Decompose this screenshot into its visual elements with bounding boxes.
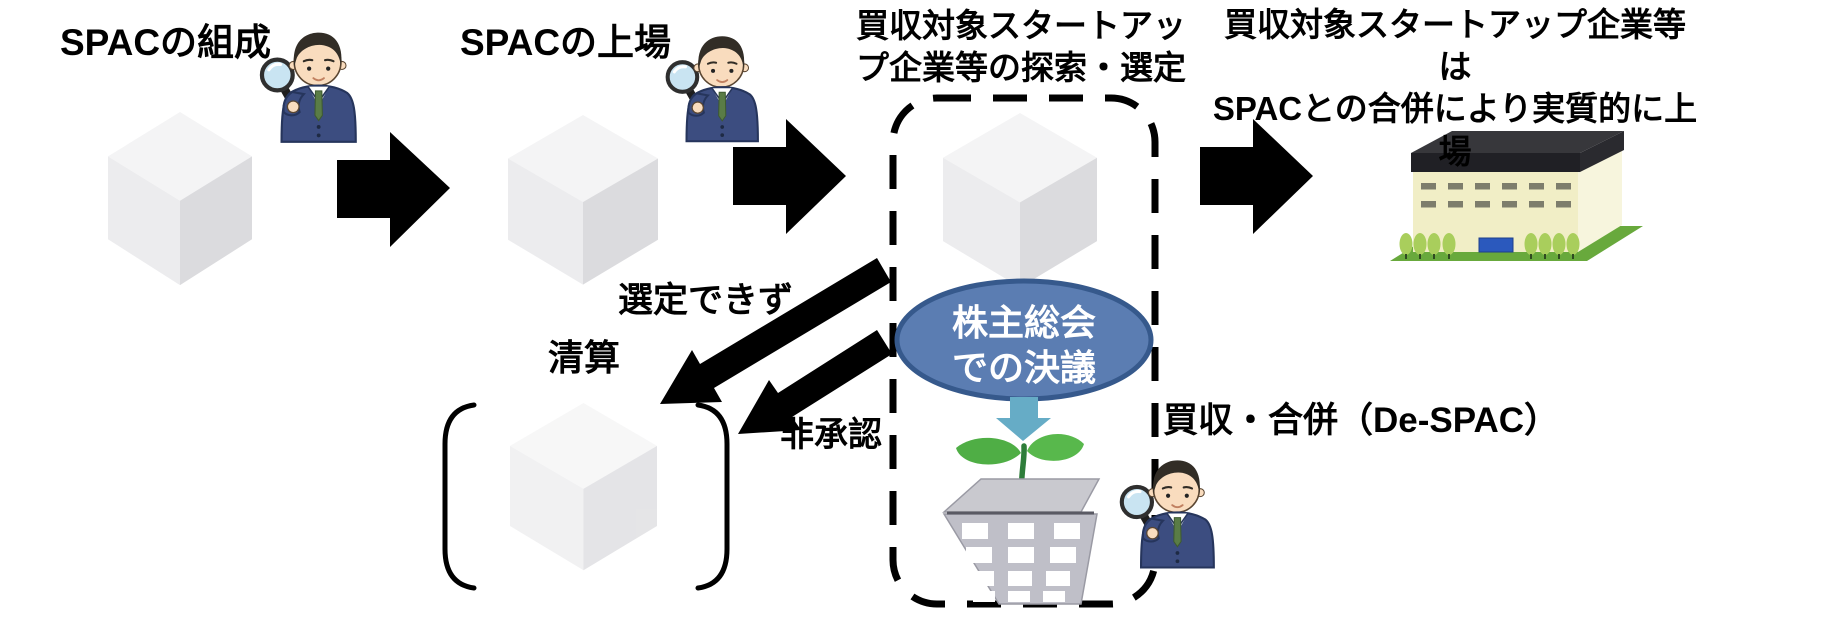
step3-title: 買収対象スタートアッ プ企業等の探索・選定 <box>856 7 1186 87</box>
step4-title: 買収対象スタートアップ企業等は SPACとの合併により実質的に上場 <box>1212 6 1698 170</box>
liquidation-paren-right <box>695 402 730 591</box>
step2-title: SPACの上場 <box>460 22 672 63</box>
spac-cube-3-icon <box>943 113 1097 288</box>
not-approved-label: 非承認 <box>780 416 882 454</box>
listed-office-building-icon <box>1390 131 1643 261</box>
sponsor-person-1-icon <box>262 33 356 142</box>
sponsor-person-3-icon <box>1122 460 1214 567</box>
liquidation-paren-left <box>442 402 477 591</box>
sponsor-person-2-icon <box>668 36 758 141</box>
de-spac-label: 買収・合併（De-SPAC） <box>1163 401 1560 440</box>
not-selected-label: 選定できず <box>618 281 794 320</box>
flow-arrow-3-icon <box>1200 119 1313 234</box>
liquidation-cube-icon <box>510 403 657 571</box>
startup-sprout-building-icon <box>942 434 1101 605</box>
not-selected-arrow-icon <box>660 258 891 404</box>
approval-arrow-icon <box>996 397 1051 441</box>
spac-cube-2-icon <box>508 115 658 285</box>
not-approved-arrow-icon <box>738 330 892 434</box>
liquidation-label: 清算 <box>548 337 621 378</box>
spac-cube-1-icon <box>108 112 252 286</box>
step1-title: SPACの組成 <box>60 22 272 63</box>
flow-arrow-1-icon <box>337 132 450 247</box>
shareholder-meeting-label: 株主総会 での決議 <box>951 302 1096 388</box>
flow-arrow-2-icon <box>733 119 846 234</box>
